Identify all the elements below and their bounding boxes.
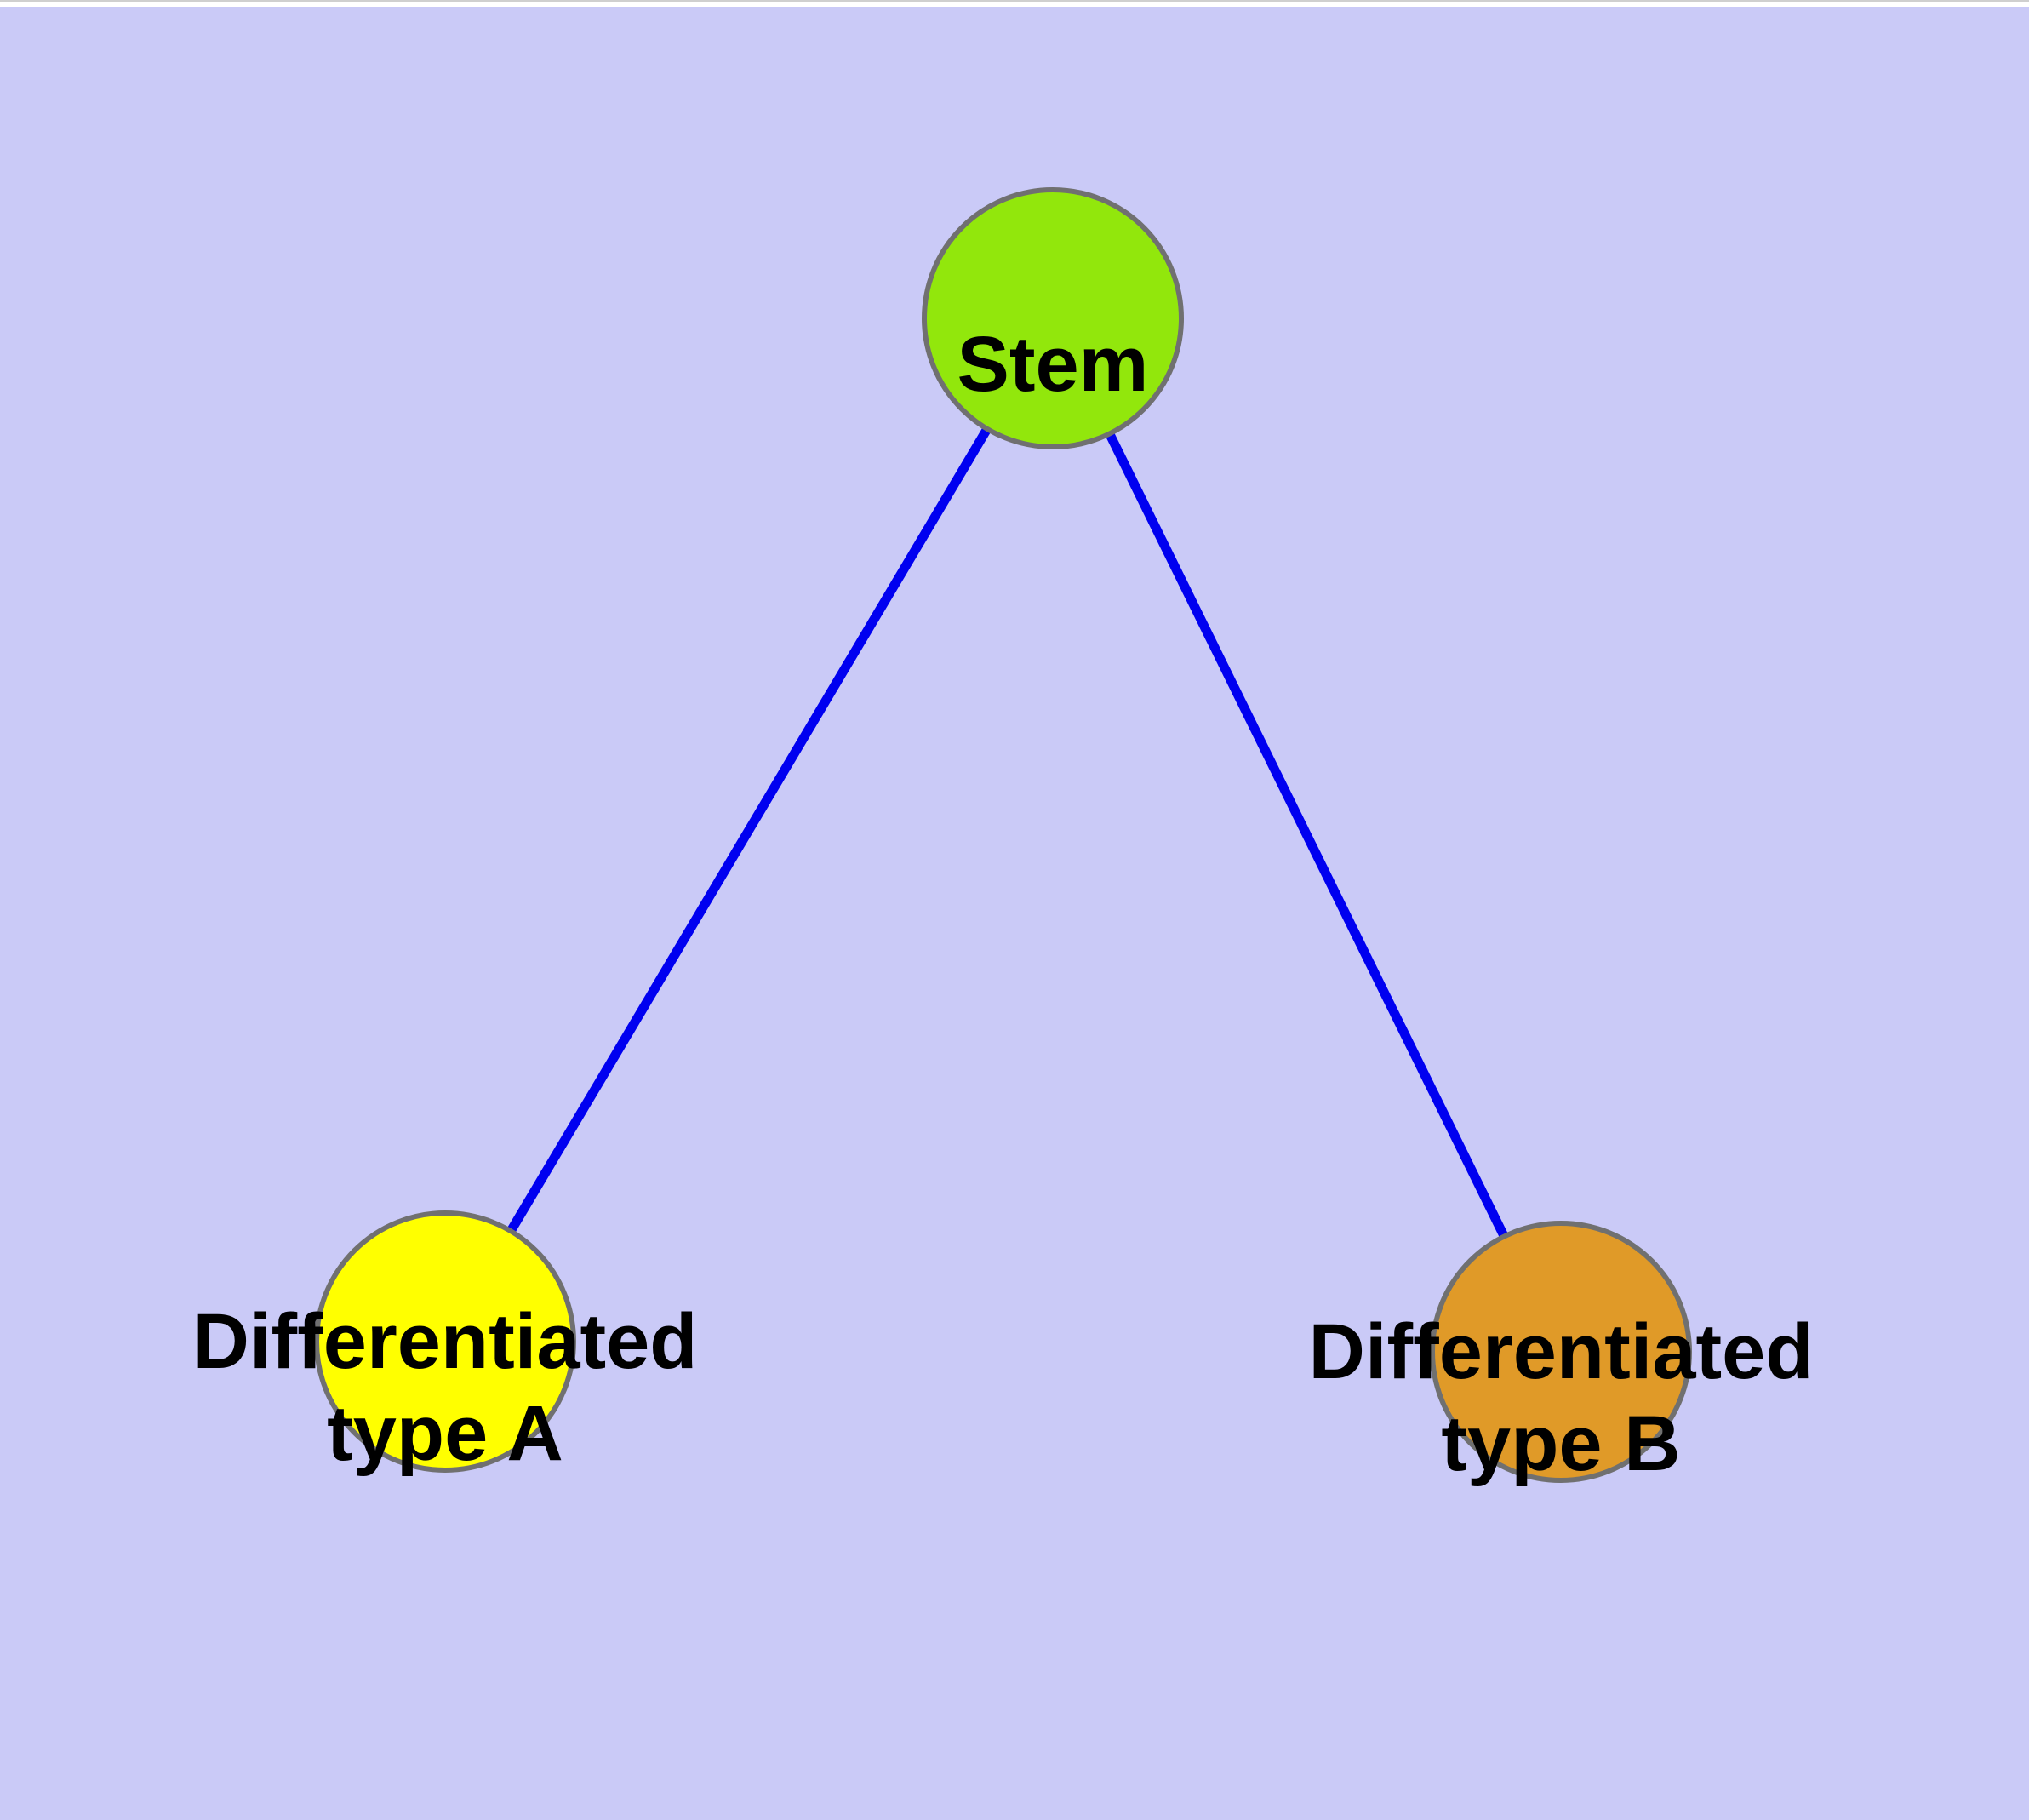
edge-stem-to-type-b xyxy=(1049,316,1565,1354)
window-top-strip xyxy=(0,0,2029,7)
edge-stem-to-type-a xyxy=(441,316,1057,1344)
node-type-a-circle xyxy=(314,1210,576,1473)
node-stem-circle xyxy=(922,187,1184,449)
node-type-b-circle xyxy=(1430,1221,1692,1483)
